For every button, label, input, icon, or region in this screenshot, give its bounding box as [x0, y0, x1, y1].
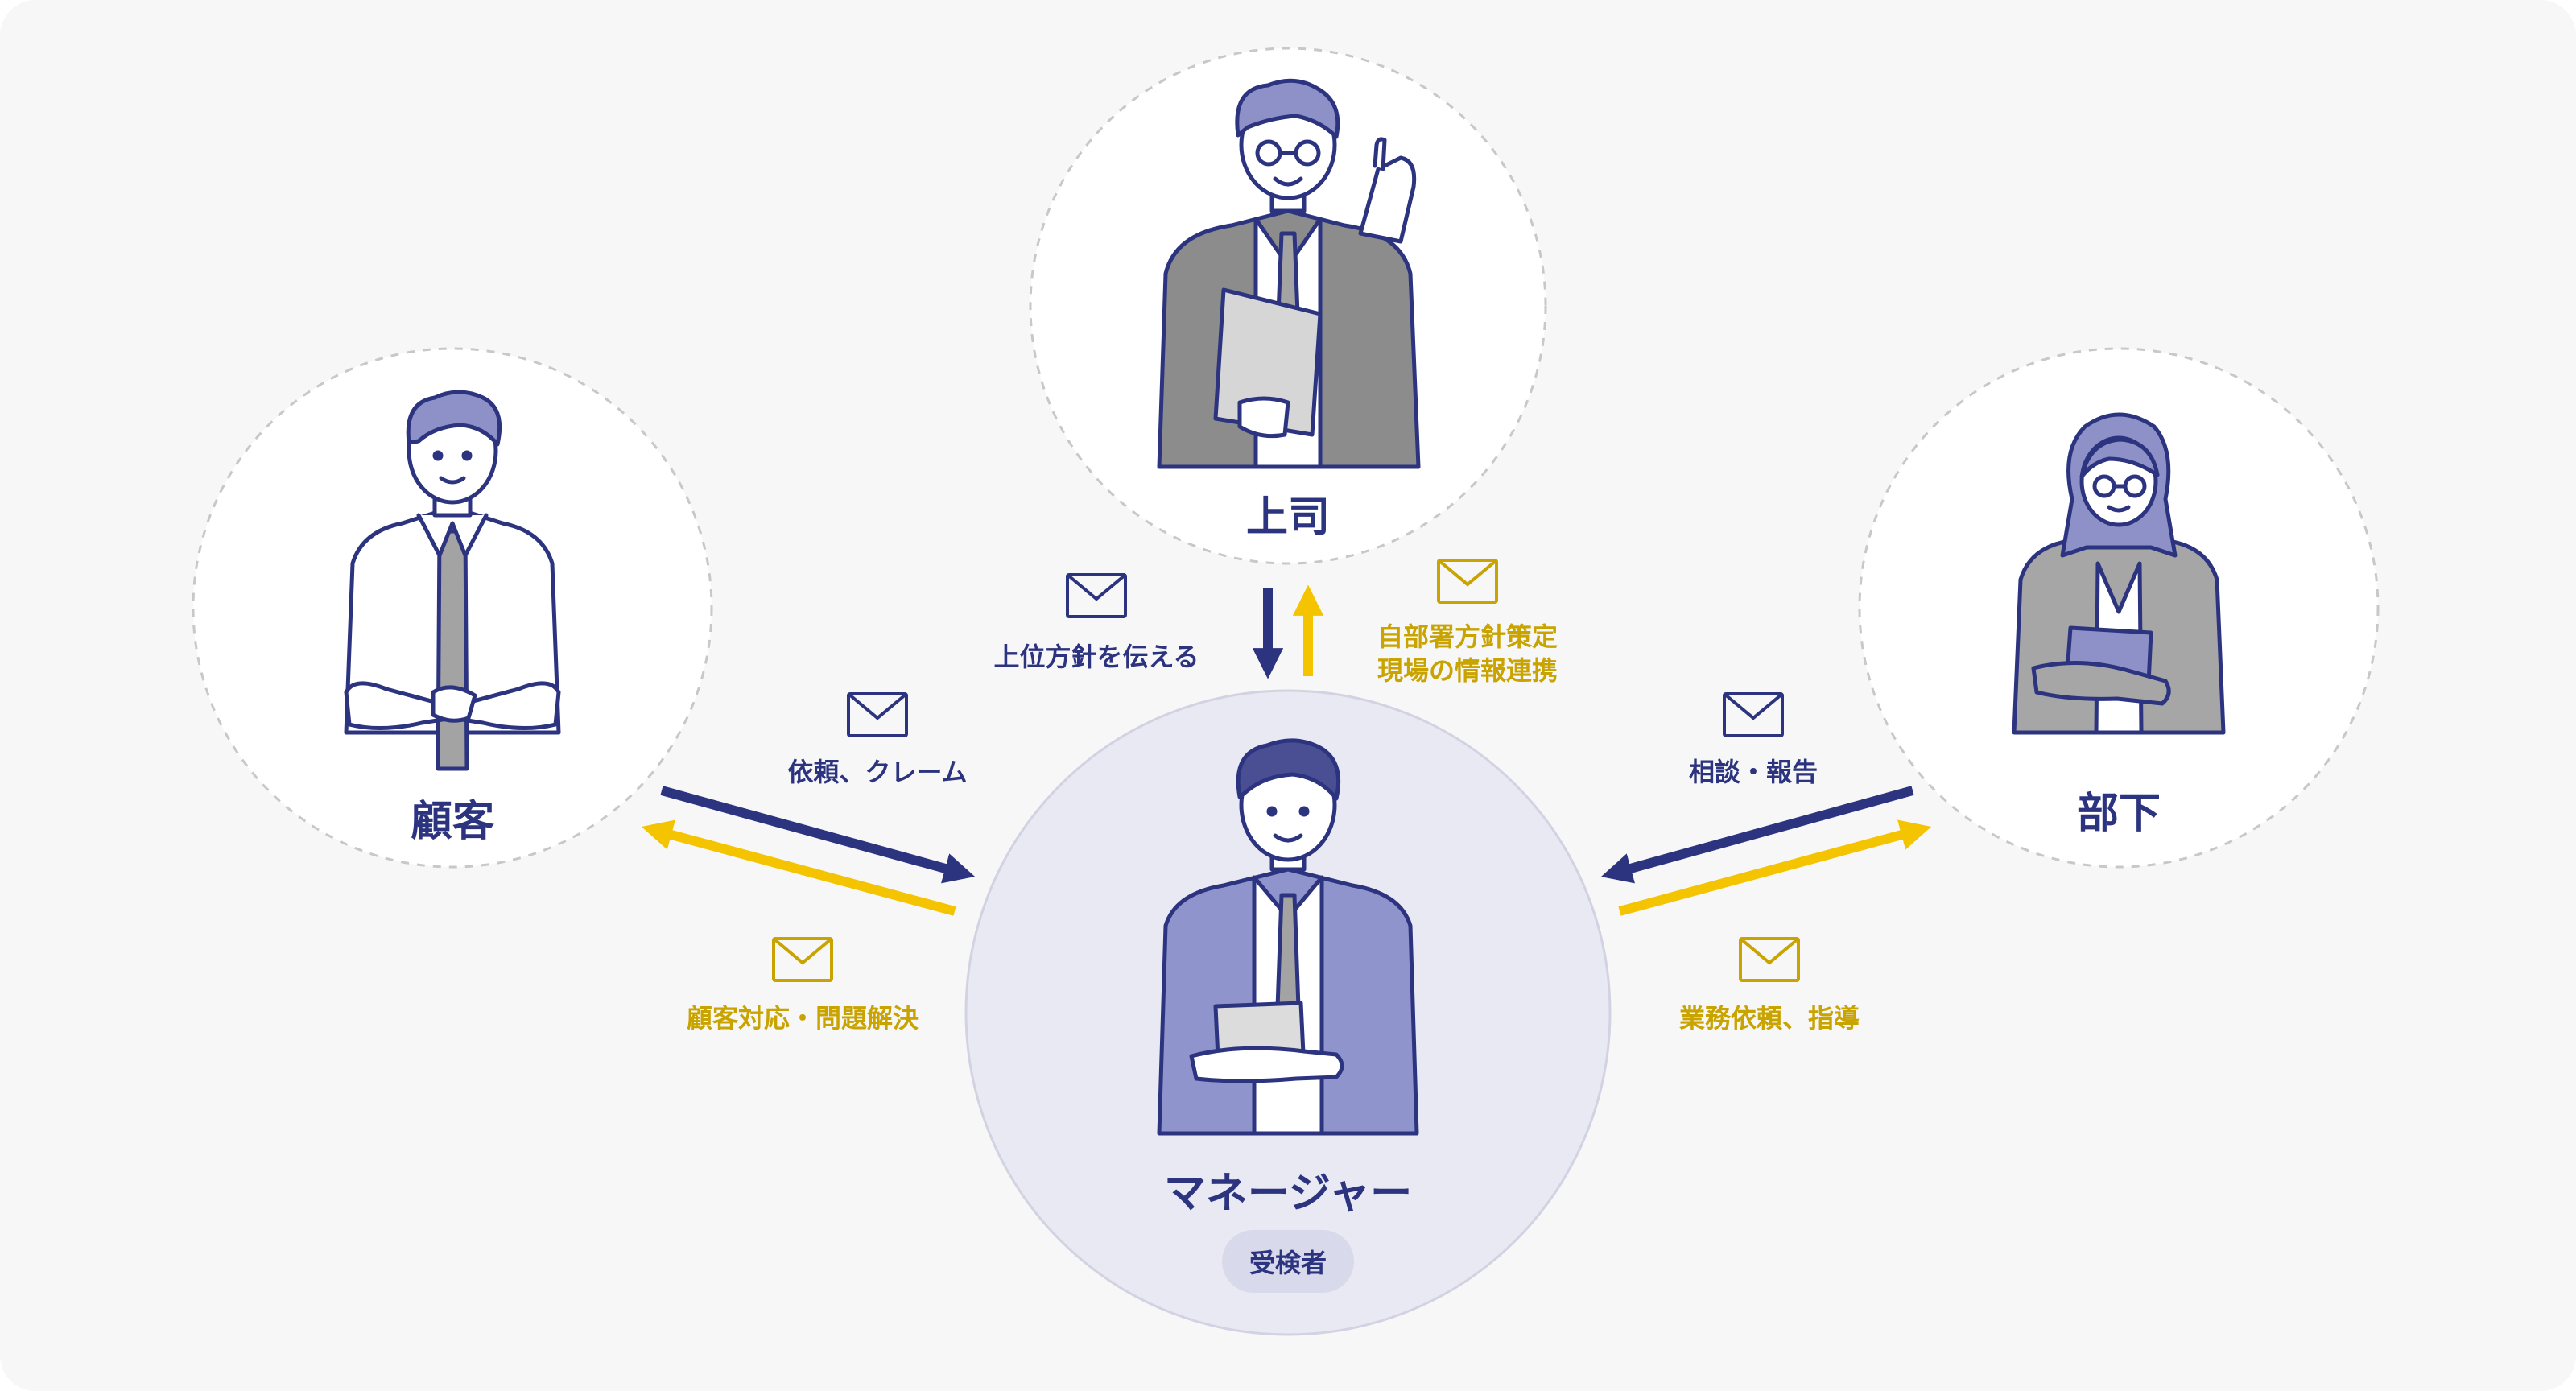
msg-manager-to-customer: 顧客対応・問題解決	[686, 1003, 919, 1034]
envelope-icon	[1437, 559, 1498, 604]
boss-figure	[1157, 78, 1421, 469]
subordinate-figure	[2012, 412, 2226, 735]
arrow-manager-to-subordinate	[1618, 819, 1932, 916]
envelope-icon	[772, 937, 833, 982]
msg-manager-to-boss-line1: 自部署方針策定	[1377, 621, 1558, 652]
msg-manager-to-boss-line2: 現場の情報連携	[1377, 655, 1558, 686]
arrow-subordinate-to-manager	[1600, 786, 1914, 884]
msg-subordinate-to-manager: 相談・報告	[1688, 757, 1818, 787]
manager-label: マネージャー	[1163, 1170, 1413, 1218]
customer-figure	[344, 390, 561, 771]
msg-manager-to-subordinate: 業務依頼、指導	[1678, 1003, 1860, 1034]
arrow-customer-to-manager	[660, 786, 976, 884]
envelope-icon	[1739, 937, 1800, 982]
envelope-icon	[847, 692, 908, 737]
msg-boss-to-manager: 上位方針を伝える	[993, 642, 1199, 672]
envelope-icon	[1066, 573, 1127, 618]
examinee-badge: 受検者	[1221, 1230, 1355, 1293]
msg-customer-to-manager: 依頼、クレーム	[787, 757, 968, 787]
boss-label: 上司	[1245, 493, 1331, 542]
envelope-icon	[1723, 692, 1784, 737]
arrow-manager-to-customer	[641, 819, 956, 916]
manager-figure	[1157, 738, 1419, 1136]
msg-manager-to-boss: 自部署方針策定 現場の情報連携	[1377, 620, 1558, 687]
customer-label: 顧客	[410, 798, 495, 846]
subordinate-label: 部下	[2076, 790, 2161, 838]
